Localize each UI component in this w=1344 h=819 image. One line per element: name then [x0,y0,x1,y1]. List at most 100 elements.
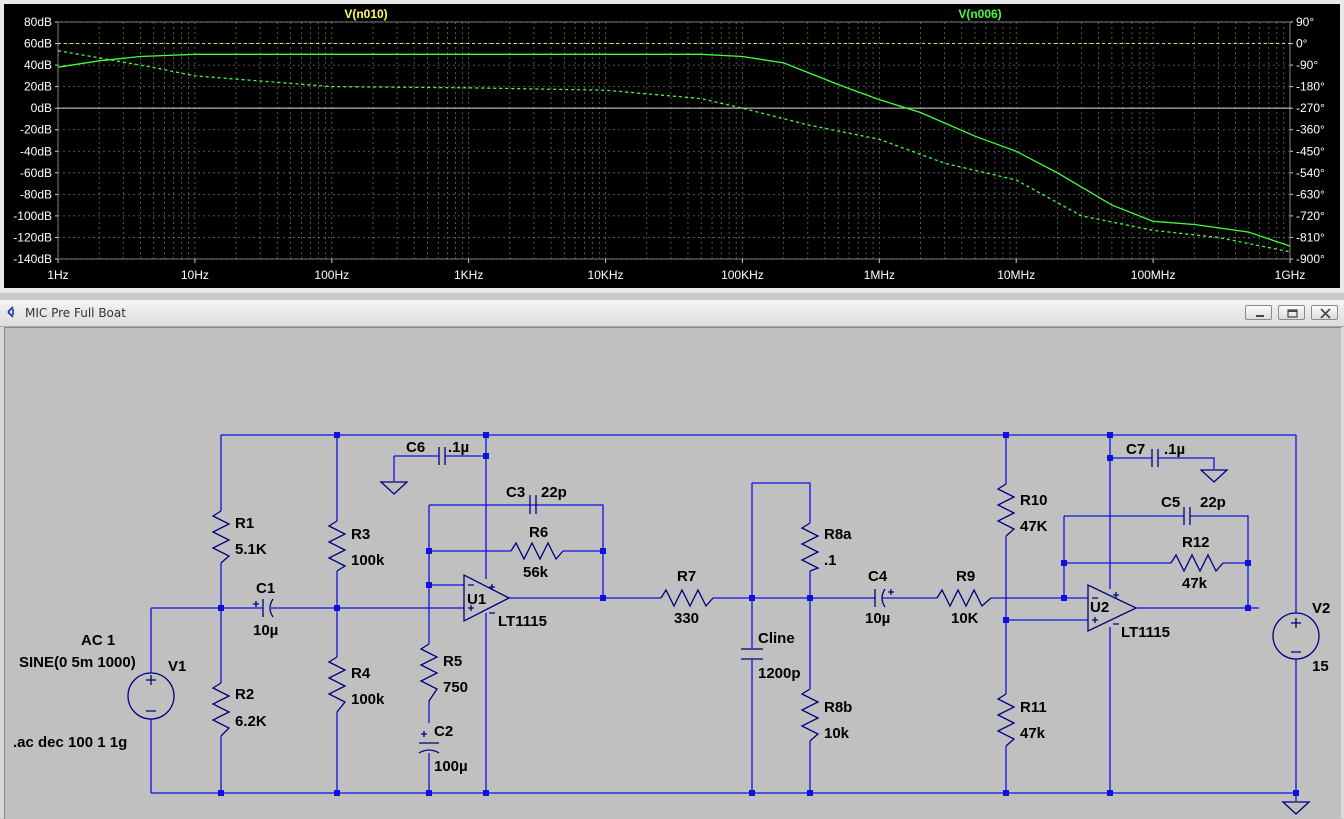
resistor-r6[interactable] [510,541,564,561]
r5-value: 750 [443,679,468,696]
r9-name: R9 [956,568,975,585]
resistor-r11[interactable] [996,693,1016,747]
component-labels: AC 1 SINE(0 5m 1000) V1 .ac dec 100 1 1g… [13,439,1330,775]
r6-name: R6 [529,524,548,541]
schematic-window[interactable]: MIC Pre Full Boat [0,300,1344,819]
ground-icon [1281,801,1311,815]
u2-value: LT1115 [1121,624,1170,641]
capacitor-c1[interactable] [253,598,274,618]
x-tick-label: 100Hz [314,268,349,282]
schematic-canvas[interactable]: AC 1 SINE(0 5m 1000) V1 .ac dec 100 1 1g… [4,327,1341,819]
x-tick-label: 10KHz [588,268,624,282]
y-tick-label-db: -20dB [20,123,52,137]
c1-value: 10µ [253,622,278,639]
y-tick-label-deg: -180° [1296,80,1325,94]
minimize-icon [1256,315,1264,317]
plot-background [4,4,1340,288]
capacitor-c7[interactable] [1151,449,1159,467]
c4-value: 10µ [865,610,890,627]
voltage-source-v2[interactable] [1272,612,1320,660]
v2-value: 15 [1312,658,1329,675]
ground-icon [379,481,409,495]
y-tick-label-db: -80dB [20,187,52,201]
capacitor-c5[interactable] [1183,507,1191,525]
x-tick-label: 10Hz [181,268,209,282]
window-title: MIC Pre Full Boat [25,306,126,320]
close-button[interactable] [1311,305,1338,320]
ac-directive[interactable]: .ac dec 100 1 1g [13,734,127,751]
r1-value: 5.1K [235,541,267,558]
opamp-u1[interactable] [463,573,511,623]
junction-nodes [218,432,1299,796]
trace-label-vn006[interactable]: V(n006) [958,7,1001,21]
c2-name: C2 [434,723,453,740]
x-tick-label: 1MHz [864,268,895,282]
cline-name: Cline [758,630,795,647]
opamp-u2[interactable] [1087,583,1138,633]
v1-ac-label: AC 1 [81,632,115,649]
y-tick-label-deg: -540° [1296,166,1325,180]
resistor-r3[interactable] [327,520,347,572]
y-tick-label-deg: 90° [1296,15,1314,29]
restore-icon [1287,309,1298,318]
window-titlebar[interactable]: MIC Pre Full Boat [0,300,1344,327]
u1-name: U1 [467,591,486,608]
resistor-r8b[interactable] [800,688,820,742]
r3-name: R3 [351,526,370,543]
y-tick-label-deg: -450° [1296,144,1325,158]
c1-name: C1 [256,580,275,597]
r10-name: R10 [1020,492,1048,509]
c4-name: C4 [868,568,888,585]
capacitor-c3[interactable] [529,495,537,514]
r12-value: 47k [1182,575,1208,592]
r2-name: R2 [235,686,254,703]
resistor-r7[interactable] [660,588,714,608]
capacitor-c4[interactable] [874,588,894,608]
voltage-source-v1[interactable] [127,672,175,720]
capacitor-c6[interactable] [438,447,446,465]
minimize-button[interactable] [1245,305,1272,320]
r11-value: 47k [1020,725,1046,742]
r8b-name: R8b [824,699,852,716]
resistor-r4[interactable] [327,656,347,713]
r4-value: 100k [351,691,385,708]
schematic-drawing: AC 1 SINE(0 5m 1000) V1 .ac dec 100 1 1g… [13,432,1330,815]
y-tick-label-db: 0dB [31,101,52,115]
trace-label-vn010[interactable]: V(n010) [344,7,387,21]
x-tick-label: 100MHz [1131,268,1176,282]
bode-plot: 80dB60dB40dB20dB0dB-20dB-40dB-60dB-80dB-… [4,4,1340,288]
ltspice-schematic-icon [7,306,14,318]
resistor-r9[interactable] [936,588,992,608]
resistor-r2[interactable] [211,682,231,737]
r1-name: R1 [235,515,254,532]
v1-name: V1 [168,658,186,675]
c7-value: .1µ [1164,441,1185,458]
c5-name: C5 [1161,494,1180,511]
y-tick-label-deg: -900° [1296,252,1325,266]
resistor-r8a[interactable] [800,522,820,572]
x-tick-label: 1KHz [454,268,483,282]
r7-value: 330 [674,610,699,627]
resistor-r10[interactable] [996,483,1016,537]
c5-value: 22p [1200,494,1226,511]
v1-sine-label: SINE(0 5m 1000) [19,654,136,671]
plot-grid [57,21,1291,260]
r12-name: R12 [1182,534,1210,551]
y-tick-label-db: 60dB [24,37,52,51]
y-tick-label-db: 40dB [24,58,52,72]
r4-name: R4 [351,665,371,682]
u2-name: U2 [1090,599,1109,616]
restore-button[interactable] [1278,305,1305,320]
y-tick-label-deg: 0° [1296,37,1308,51]
resistor-r5[interactable] [419,643,439,702]
capacitor-cline[interactable] [741,648,763,660]
y-tick-label-deg: -630° [1296,187,1325,201]
resistor-r1[interactable] [211,510,231,564]
c3-value: 22p [541,484,567,501]
components [127,447,1320,815]
y-tick-label-deg: -90° [1296,58,1318,72]
series-line-magnitude[interactable] [57,53,1291,247]
capacitor-c2[interactable] [418,731,440,754]
resistor-r12[interactable] [1170,553,1224,573]
